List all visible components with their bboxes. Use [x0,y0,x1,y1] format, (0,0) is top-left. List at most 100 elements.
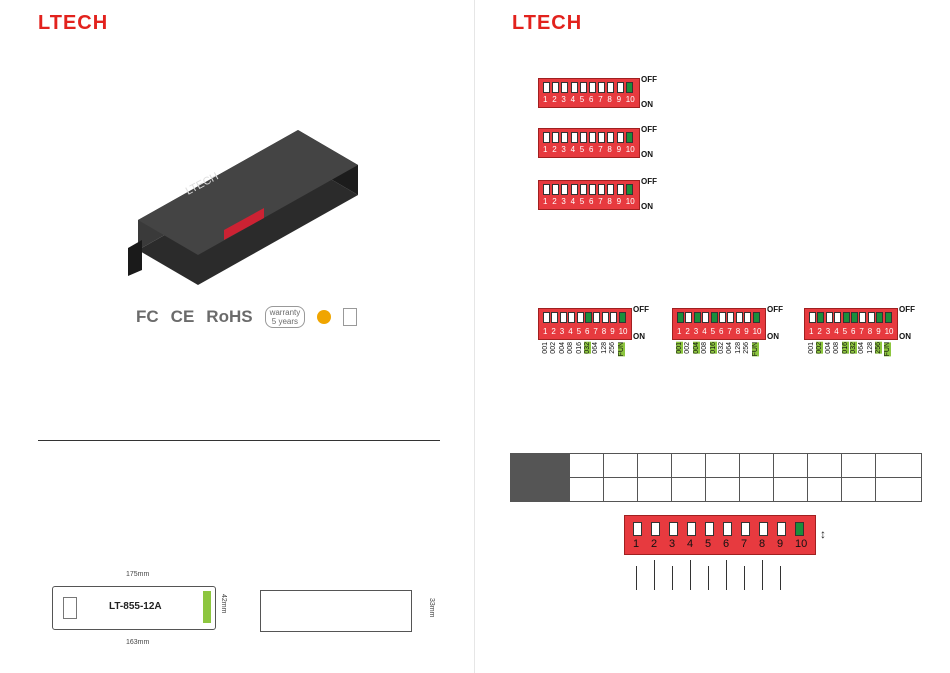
address-label: 004 [824,342,832,354]
on-label: ON [641,150,653,159]
large-dip-toggle [705,522,714,536]
large-dip-number: 2 [651,538,658,550]
large-dip-number: 7 [741,538,748,550]
address-label: FUN [751,342,759,357]
dip-number: 5 [576,327,582,336]
large-dip-number: 1 [633,538,640,550]
dip-number: 2 [685,327,690,336]
dip-number: 9 [610,327,615,336]
dip-number: 10 [884,327,894,336]
dip-toggle [579,82,587,93]
dip-number: 1 [677,327,682,336]
dim-length: 175mm [126,571,150,578]
dip-number: 8 [867,327,873,336]
large-dip-toggle [741,522,750,536]
off-label: OFF [641,125,657,134]
dip-toggle [589,132,596,143]
dip-toggle [876,312,884,323]
dip-toggle [702,312,710,323]
pointer-arrow [744,566,745,590]
dip-number: 5 [579,197,585,206]
updown-arrow-icon: ↕ [820,527,826,541]
dip-number: 6 [719,327,724,336]
dip-toggle [561,132,569,143]
off-label: OFF [767,305,783,314]
dip-number: 3 [559,327,565,336]
dip-toggle [625,184,633,195]
pointer-arrow [672,566,673,590]
pointer-arrow [726,560,727,590]
dip-number: 5 [579,95,585,104]
address-label: 002 [550,342,558,354]
on-label: ON [641,100,653,109]
dip-toggle [598,82,606,93]
pointer-arrow [654,560,655,590]
large-dip-number: 9 [777,538,784,550]
dip-toggle [561,82,569,93]
dip-number: 1 [809,327,814,336]
dip-toggle [568,312,576,323]
terminal-block [203,591,211,623]
dip-toggle [589,82,596,93]
address-table [510,453,922,502]
dip-number: 7 [598,145,603,154]
dip-number: 9 [616,95,622,104]
table-header-cell [510,477,570,502]
dip-number: 1 [543,95,548,104]
dip-number: 4 [568,327,573,336]
table-row [510,477,922,502]
off-label: OFF [633,305,649,314]
dip-toggle [744,312,752,323]
large-dip-toggle [795,522,804,536]
large-dip-number: 5 [705,538,712,550]
dim-width: 42mm [220,594,227,614]
dip-toggle [601,312,609,323]
on-label: ON [641,202,653,211]
dip-number: 9 [744,327,749,336]
address-label: 064 [592,342,600,354]
pointer-arrow [780,566,781,590]
dip-number: 4 [702,327,707,336]
dip-number: 8 [601,327,607,336]
address-label: 004 [558,342,566,354]
dip-toggle [551,312,559,323]
dip-number: 2 [552,95,557,104]
address-label: 032 [584,342,591,354]
dip-number: 2 [552,197,557,206]
dip-number: 2 [817,327,822,336]
address-label: 256 [875,342,883,354]
dip-toggle [825,312,833,323]
large-dip-number: 6 [723,538,730,550]
large-dip-toggle [759,522,768,536]
dip-toggle [589,184,596,195]
dip-toggle [552,82,560,93]
address-label: 016 [709,342,717,354]
dip-number: 4 [570,145,576,154]
dip-number: 4 [570,95,576,104]
on-label: ON [633,332,645,341]
address-label: 002 [816,342,824,354]
dip-number: 10 [625,145,635,154]
dip-toggle [607,184,615,195]
dip-toggle [552,184,560,195]
dip-number: 8 [607,145,612,154]
address-label: 128 [734,342,742,354]
dip-number: 10 [618,327,628,336]
address-label: 064 [858,342,866,354]
dip-toggle [884,312,892,323]
off-label: OFF [899,305,915,314]
rohs-mark: RoHS [206,307,253,326]
address-label: 064 [726,342,734,354]
dip-toggle [616,184,624,195]
section-rule [38,440,440,441]
dip-number: 7 [593,327,598,336]
address-label: 128 [866,342,874,354]
dip-toggle [616,82,624,93]
dip-number: 7 [598,95,603,104]
dip-toggle [579,184,587,195]
